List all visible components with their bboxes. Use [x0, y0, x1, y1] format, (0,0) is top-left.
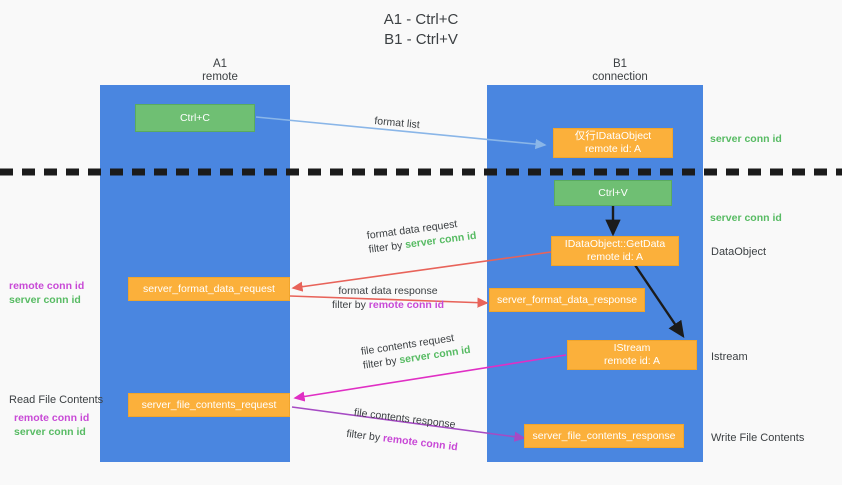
- node-server-file-contents-request[interactable]: server_file_contents_request: [128, 393, 290, 417]
- node-server-format-data-response[interactable]: server_format_data_response: [489, 288, 645, 312]
- annotation-dataobject: DataObject: [711, 245, 766, 259]
- edge-label-format-data-response: format data response filter by remote co…: [332, 284, 444, 312]
- filter-prefix: filter by: [367, 239, 406, 256]
- node-istream[interactable]: IStream remote id: A: [567, 340, 697, 370]
- node-istream-sub: remote id: A: [603, 355, 661, 367]
- node-server-file-contents-response-label: server_file_contents_response: [532, 429, 676, 442]
- node-getdata[interactable]: IDataObject::GetData remote id: A: [551, 236, 679, 266]
- filter-prefix: filter by: [362, 354, 401, 372]
- edge-label-file-contents-request: file contents request filter by server c…: [360, 329, 471, 373]
- node-server-format-data-response-label: server_format_data_response: [496, 293, 638, 306]
- annotation-remote-conn-id-1: remote conn id: [9, 280, 85, 292]
- node-server-format-data-request[interactable]: server_format_data_request: [128, 277, 290, 301]
- node-ctrl-c-label: Ctrl+C: [179, 111, 211, 124]
- filter-key-remote-conn-id: remote conn id: [368, 299, 445, 311]
- filter-key-remote-conn-id: remote conn id: [382, 432, 459, 454]
- node-getdata-sub: remote id: A: [586, 251, 644, 263]
- annotation-dataobject-text: DataObject: [711, 246, 767, 258]
- annotation-server-conn-id-2: server conn id: [14, 426, 86, 438]
- edge-label-format-list-text: format list: [373, 114, 421, 132]
- annotation-server-conn-id-mid-text: server conn id: [710, 212, 782, 224]
- node-server-format-data-request-label: server_format_data_request: [143, 282, 275, 295]
- annotation-conn-ids-format: remote conn id server conn id: [9, 279, 84, 307]
- node-istream-label: IStream: [613, 342, 651, 354]
- annotation-read-file-contents-text: Read File Contents: [9, 394, 104, 406]
- node-getdata-label: IDataObject::GetData: [564, 238, 666, 250]
- node-idataobject-sub: remote id: A: [584, 143, 642, 155]
- node-ctrl-v[interactable]: Ctrl+V: [554, 180, 672, 206]
- annotation-istream: Istream: [711, 350, 748, 364]
- edge-label-file-contents-response-filter: filter by remote conn id: [346, 427, 459, 455]
- node-ctrl-c[interactable]: Ctrl+C: [135, 104, 255, 132]
- edge-label-format-list: format list: [374, 114, 421, 132]
- node-server-file-contents-request-label: server_file_contents_request: [141, 398, 277, 411]
- annotation-istream-text: Istream: [711, 351, 748, 363]
- column-header-b1-name: B1: [612, 58, 628, 70]
- column-header-b1: B1 connection: [520, 58, 720, 84]
- annotation-conn-ids-file: remote conn id server conn id: [14, 411, 89, 439]
- node-idataobject[interactable]: 仅行IDataObject remote id: A: [553, 128, 673, 158]
- node-idataobject-label: 仅行IDataObject: [574, 130, 652, 142]
- title-line-1: A1 - Ctrl+C: [383, 11, 459, 28]
- annotation-server-conn-id-mid: server conn id: [710, 211, 782, 225]
- filter-prefix: filter by: [332, 299, 369, 311]
- column-header-a1-name: A1: [212, 58, 228, 70]
- filter-prefix: filter by: [345, 427, 384, 445]
- annotation-server-conn-id-1: server conn id: [9, 294, 81, 306]
- annotation-write-file-contents-text: Write File Contents: [711, 432, 805, 444]
- title-line-2: B1 - Ctrl+V: [384, 31, 458, 48]
- column-header-a1-role: remote: [202, 71, 238, 83]
- annotation-read-file-contents: Read File Contents: [9, 393, 103, 407]
- column-header-a1: A1 remote: [120, 58, 320, 84]
- column-header-b1-role: connection: [592, 71, 648, 83]
- edge-label-format-data-request: format data request filter by server con…: [366, 215, 477, 257]
- annotation-server-conn-id-top: server conn id: [710, 132, 782, 146]
- edge-label-file-contents-response: file contents response filter by remote …: [346, 405, 462, 454]
- node-ctrl-v-label: Ctrl+V: [598, 186, 628, 199]
- edge-label-format-data-response-filter: filter by remote conn id: [332, 298, 444, 312]
- annotation-server-conn-id-top-text: server conn id: [710, 133, 782, 145]
- edge-label-format-data-response-text: format data response: [338, 285, 438, 297]
- page-title: A1 - Ctrl+C B1 - Ctrl+V: [0, 10, 842, 50]
- node-server-file-contents-response[interactable]: server_file_contents_response: [524, 424, 684, 448]
- annotation-write-file-contents: Write File Contents: [711, 431, 804, 445]
- annotation-remote-conn-id-2: remote conn id: [14, 412, 90, 424]
